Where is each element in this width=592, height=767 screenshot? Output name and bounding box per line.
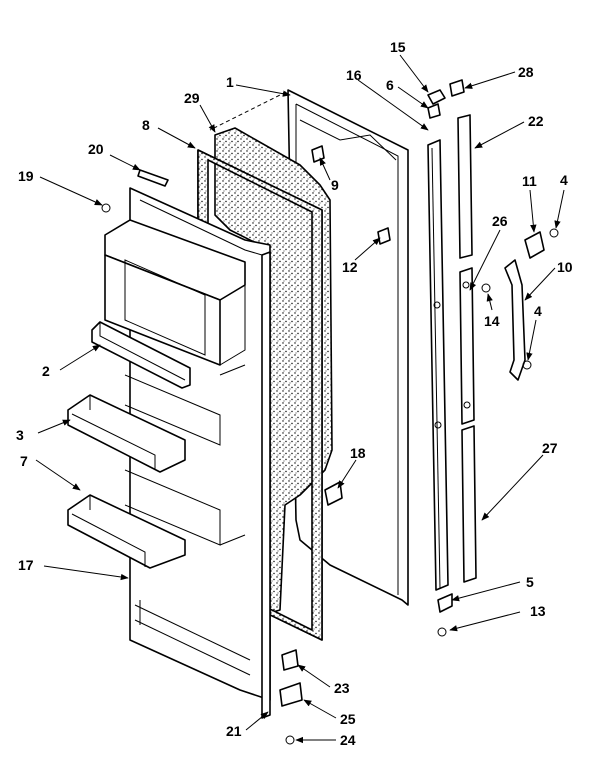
label-part-25: 25	[340, 711, 356, 727]
hinge-bushing-15	[427, 89, 446, 105]
label-part-19: 19	[18, 168, 34, 184]
handle-trim-22	[457, 114, 473, 259]
label-part-7: 7	[20, 453, 28, 469]
label-part-13: 13	[530, 603, 546, 619]
bushing-23	[281, 649, 299, 671]
label-part-18: 18	[350, 445, 366, 461]
label-part-21: 21	[226, 723, 242, 739]
label-part-14: 14	[484, 313, 500, 329]
label-part-15: 15	[390, 39, 406, 55]
label-part-20: 20	[88, 141, 104, 157]
screw-14	[481, 283, 491, 293]
handle-bracket-11	[524, 231, 545, 259]
screw-4-upper	[549, 228, 559, 238]
side-trim-channel-16	[427, 139, 449, 591]
label-part-4-upper: 4	[560, 172, 568, 188]
screw-4-lower	[522, 360, 532, 370]
label-part-11: 11	[522, 173, 537, 189]
bracket-25	[279, 682, 303, 707]
handle-trim-26	[459, 267, 475, 425]
screw-19	[101, 203, 111, 213]
cap-6	[427, 103, 441, 119]
handle-trim-27	[461, 425, 477, 583]
label-part-2: 2	[42, 363, 50, 379]
label-part-9: 9	[331, 177, 339, 193]
label-part-17: 17	[18, 557, 34, 573]
door-handle	[504, 259, 526, 381]
label-part-4-lower: 4	[534, 303, 542, 319]
label-part-3: 3	[16, 427, 24, 443]
label-part-28: 28	[518, 64, 534, 80]
insulation-panel	[214, 127, 333, 616]
label-part-5: 5	[526, 574, 534, 590]
label-part-12: 12	[342, 259, 358, 275]
label-part-27: 27	[542, 440, 558, 456]
label-part-29: 29	[184, 90, 200, 106]
liner-shelves	[124, 364, 246, 546]
screw-13	[437, 627, 447, 637]
hinge-bushing-5	[437, 593, 453, 613]
door-bin-lower	[67, 494, 186, 569]
label-part-22: 22	[528, 113, 544, 129]
dispenser-housing	[104, 219, 246, 366]
label-part-6: 6	[386, 77, 394, 93]
part-labels: 1 2 3 4 4 5 6 7 8 9 10 11 12 13 14 15 16…	[16, 39, 573, 748]
leader-lines	[35, 54, 565, 744]
label-part-16: 16	[346, 67, 362, 83]
screw-24	[285, 735, 295, 745]
label-part-8: 8	[142, 117, 150, 133]
label-part-26: 26	[492, 213, 508, 229]
label-part-1: 1	[226, 74, 234, 90]
cover-28	[449, 79, 465, 97]
label-part-24: 24	[340, 732, 356, 748]
trim-strip	[261, 251, 271, 719]
label-part-23: 23	[334, 680, 350, 696]
shelf-bar	[91, 321, 191, 389]
trim-20	[137, 169, 169, 187]
label-part-10: 10	[557, 259, 573, 275]
